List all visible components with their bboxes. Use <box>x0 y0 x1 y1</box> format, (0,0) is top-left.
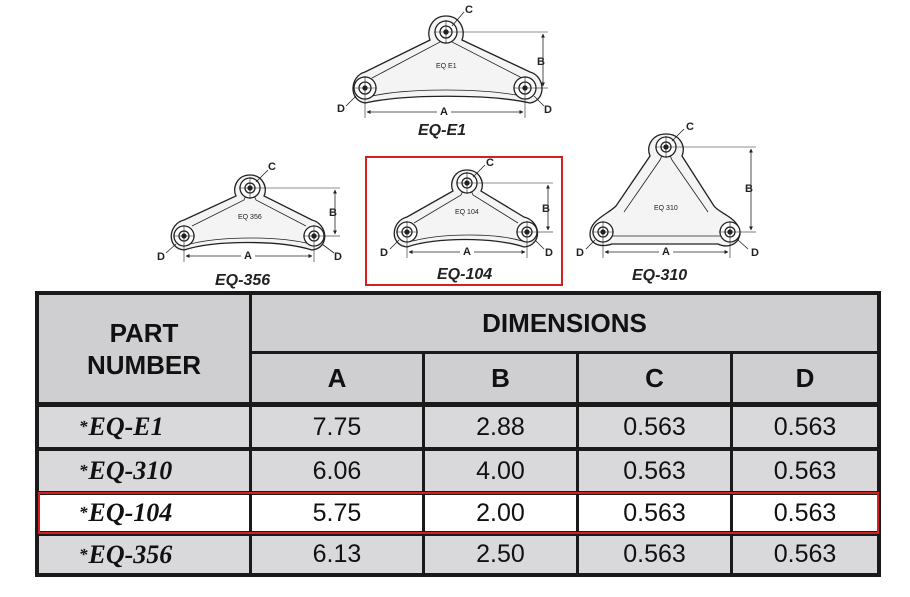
value-b: 2.00 <box>425 495 576 531</box>
part-header-line2: NUMBER <box>86 349 202 380</box>
part-number: EQ-310 <box>88 456 173 485</box>
value-d: 0.563 <box>733 451 877 491</box>
equalizer-diagrams: A B C D D EQ E1 EQ-E1 A B C D D EQ 356 E… <box>157 4 759 289</box>
eq-104-inner-label: EQ 104 <box>455 209 479 216</box>
star-mark: * <box>79 417 88 436</box>
eq-310-dim-d-left: D <box>576 247 584 259</box>
value-a: 6.13 <box>252 536 422 573</box>
diagram-area: A B C D D EQ E1 EQ-E1 A B C D D EQ 356 E… <box>0 0 910 292</box>
value-a: 7.75 <box>252 407 422 447</box>
part-number: EQ-356 <box>88 539 173 569</box>
eq-e1-dim-d-left: D <box>337 103 345 115</box>
eq-e1-dim-b: B <box>537 56 545 68</box>
eq-104-row-highlight <box>38 492 879 534</box>
value-b: 2.50 <box>425 536 576 573</box>
dimensions-header: DIMENSIONS <box>252 295 877 351</box>
eq-e1-part-label: EQ-E1 <box>418 122 466 139</box>
eq-e1-dim-c: C <box>465 4 473 16</box>
eq-104-dim-c: C <box>486 157 494 169</box>
eq-e1-diagram <box>345 11 548 118</box>
value-d: 0.563 <box>733 407 877 447</box>
col-header-a: A <box>252 354 422 402</box>
col-header-d: D <box>733 354 877 402</box>
eq-310-diagram <box>585 128 756 258</box>
eq-310-dim-a: A <box>662 246 670 258</box>
eq-356-diagram <box>165 169 340 262</box>
eq-104-highlight-box <box>365 156 563 286</box>
eq-356-part-label: EQ-356 <box>215 272 270 289</box>
eq-e1-inner-label: EQ E1 <box>436 63 457 70</box>
eq-e1-dim-d-right: D <box>544 104 552 116</box>
value-c: 0.563 <box>579 495 730 531</box>
eq-356-dim-b: B <box>329 207 337 219</box>
part-cell: *EQ-310 <box>39 451 249 491</box>
value-d: 0.563 <box>733 536 877 573</box>
part-cell: *EQ-104 <box>39 495 249 531</box>
value-a: 5.75 <box>252 495 422 531</box>
part-header-line1: PART <box>109 317 179 348</box>
eq-e1-dim-a: A <box>440 106 448 118</box>
star-mark: * <box>79 461 88 480</box>
part-number: EQ-104 <box>88 498 173 527</box>
value-c: 0.563 <box>579 536 730 573</box>
eq-356-dim-a: A <box>244 250 252 262</box>
part-number: EQ-E1 <box>88 412 164 441</box>
eq-310-part-label: EQ-310 <box>632 267 687 284</box>
star-mark: * <box>79 544 88 564</box>
col-header-c: C <box>579 354 730 402</box>
dimensions-table: PART NUMBER DIMENSIONS A B C D *EQ-E1 7.… <box>35 291 881 577</box>
value-a: 6.06 <box>252 451 422 491</box>
eq-104-diagram <box>389 164 553 258</box>
eq-310-inner-label: EQ 310 <box>654 205 678 212</box>
eq-104-dim-a: A <box>463 246 471 258</box>
col-header-b: B <box>425 354 576 402</box>
value-b: 2.88 <box>425 407 576 447</box>
value-d: 0.563 <box>733 495 877 531</box>
value-b: 4.00 <box>425 451 576 491</box>
eq-356-inner-label: EQ 356 <box>238 214 262 221</box>
part-cell: *EQ-356 <box>39 536 249 573</box>
eq-356-dim-c: C <box>268 161 276 173</box>
eq-104-dim-d-right: D <box>545 247 553 259</box>
eq-104-part-label: EQ-104 <box>437 266 492 283</box>
value-c: 0.563 <box>579 451 730 491</box>
part-number-header: PART NUMBER <box>39 295 249 402</box>
eq-104-dim-d-left: D <box>380 247 388 259</box>
eq-310-dim-c: C <box>686 121 694 133</box>
eq-356-dim-d-right: D <box>334 251 342 263</box>
eq-104-dim-b: B <box>542 203 550 215</box>
value-c: 0.563 <box>579 407 730 447</box>
star-mark: * <box>79 503 88 522</box>
part-cell: *EQ-E1 <box>39 407 249 447</box>
eq-310-dim-d-right: D <box>751 247 759 259</box>
eq-310-dim-b: B <box>745 183 753 195</box>
eq-356-dim-d-left: D <box>157 251 165 263</box>
